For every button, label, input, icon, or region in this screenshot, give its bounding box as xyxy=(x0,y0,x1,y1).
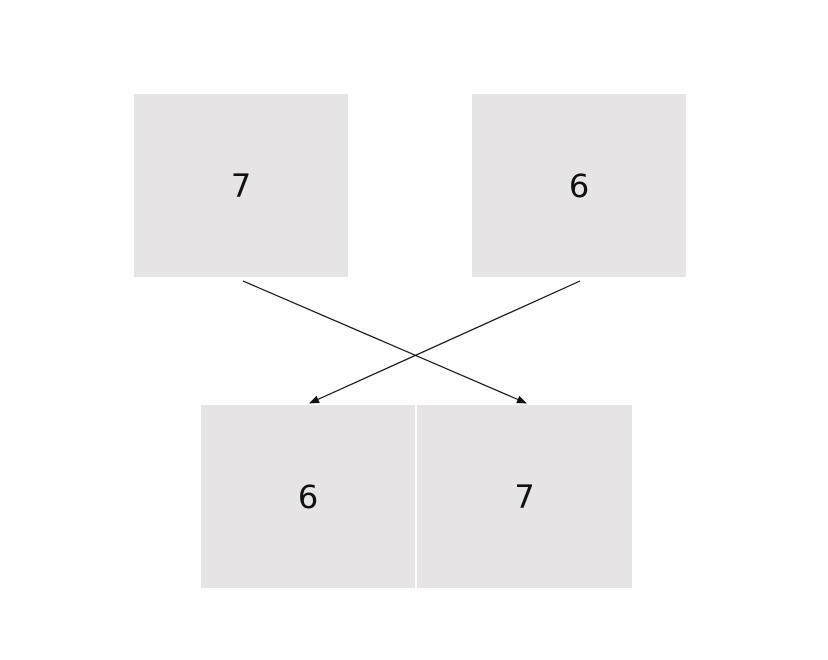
arrow-6-down-left xyxy=(309,280,581,404)
bottom-left-box: 6 xyxy=(201,405,415,588)
bottom-left-value: 6 xyxy=(297,477,319,516)
top-left-value: 7 xyxy=(230,166,252,205)
top-left-box: 7 xyxy=(134,94,348,277)
top-right-value: 6 xyxy=(568,166,590,205)
arrow-7-down-right xyxy=(242,280,527,404)
bottom-right-value: 7 xyxy=(514,477,535,516)
bottom-right-box: 7 xyxy=(417,405,632,588)
top-right-box: 6 xyxy=(472,94,686,277)
